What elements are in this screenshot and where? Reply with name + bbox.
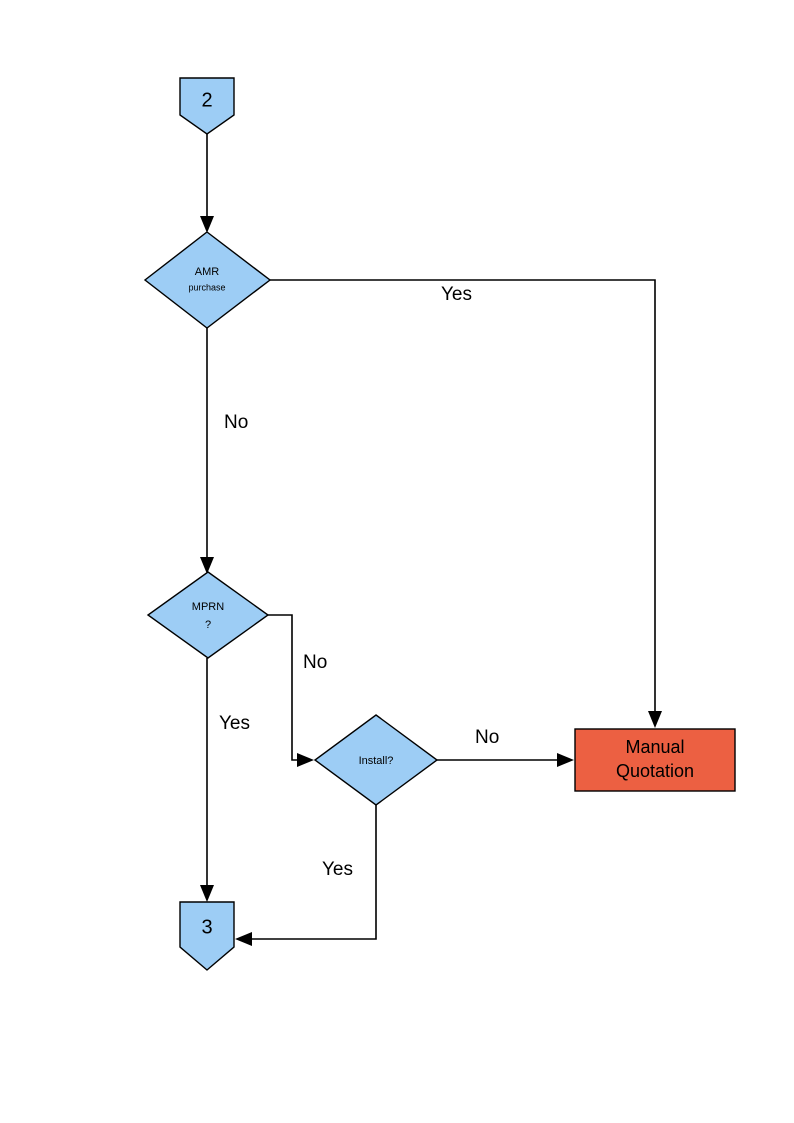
amr-purchase-decision-shape[interactable] [143,231,272,329]
edge-mprn-yes [200,658,214,902]
manual-quotation-label-line1: Manual [625,737,684,757]
edge-amr-yes [269,279,662,728]
amr-purchase-decision-label-line1: AMR [195,266,220,278]
end-connector-shape[interactable] [179,901,235,971]
node-manual-quotation-process[interactable]: Manual Quotation [574,728,736,792]
edge-start-to-amr-arrowhead [200,216,214,233]
edge-install-no-arrowhead [557,753,574,767]
mprn-decision-label-line1: MPRN [192,601,224,613]
edge-label-amr-no: No [224,412,248,433]
node-end-connector[interactable]: 3 [179,901,235,971]
edge-amr-no [200,328,214,574]
edge-install-yes-line [244,805,377,940]
node-mprn-decision[interactable]: MPRN ? [146,571,270,659]
manual-quotation-process-shape[interactable] [574,728,736,792]
manual-quotation-label-line2: Quotation [616,761,694,781]
node-amr-purchase-decision[interactable]: AMR purchase [143,231,272,329]
edge-mprn-no-line [268,614,305,761]
edge-install-yes [235,805,377,946]
edge-install-yes-arrowhead [235,932,252,946]
edge-start-to-amr [200,134,214,233]
edge-mprn-no [268,614,314,767]
edge-label-install-no: No [475,727,499,748]
install-decision-shape[interactable] [313,714,439,806]
start-connector-shape[interactable] [179,77,235,135]
end-connector-label: 3 [201,916,212,938]
edge-mprn-no-arrowhead [297,753,314,767]
edge-label-mprn-yes: Yes [219,713,250,734]
mprn-decision-label-line2: ? [205,619,211,631]
edge-label-install-yes: Yes [322,859,353,880]
amr-purchase-decision-label-line2: purchase [188,282,225,292]
node-install-decision[interactable]: Install? [313,714,439,806]
node-start-connector[interactable]: 2 [179,77,235,135]
start-connector-label: 2 [201,89,212,111]
edge-label-amr-yes: Yes [441,284,472,305]
edge-install-no [437,753,574,767]
install-decision-label: Install? [359,755,394,767]
mprn-decision-shape[interactable] [146,571,270,659]
edge-amr-yes-line [269,279,656,718]
edge-mprn-yes-arrowhead [200,885,214,902]
edge-label-mprn-no: No [303,652,327,673]
edge-amr-no-arrowhead [200,557,214,574]
edge-amr-yes-arrowhead [648,711,662,728]
